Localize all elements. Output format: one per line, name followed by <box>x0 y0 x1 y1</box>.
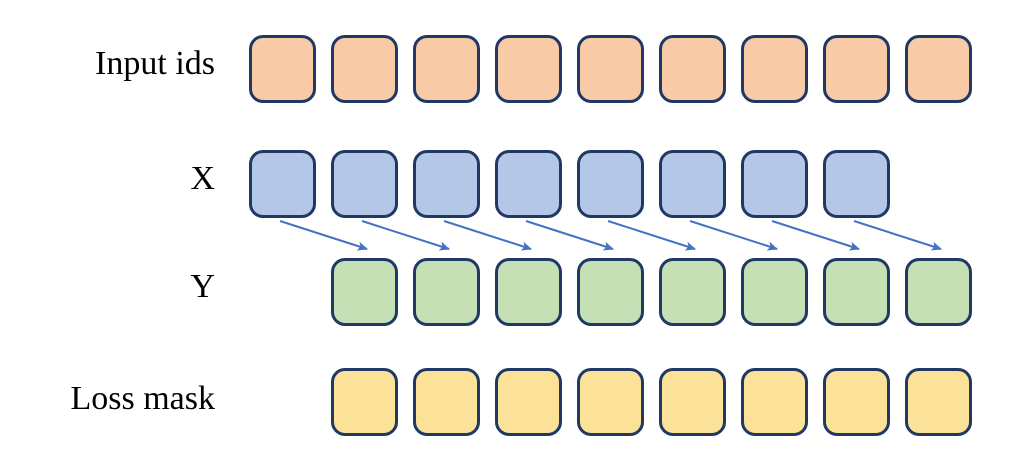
token-cell-y <box>823 258 890 326</box>
row-label-loss-mask: Loss mask <box>70 380 216 417</box>
token-cell-loss-mask <box>905 368 972 436</box>
token-cell-loss-mask <box>659 368 726 436</box>
token-cell-y <box>659 258 726 326</box>
token-cell-input-ids <box>331 35 398 103</box>
token-cell-loss-mask <box>577 368 644 436</box>
token-cell-input-ids <box>905 35 972 103</box>
token-cell-x <box>413 150 480 218</box>
token-cell-y <box>577 258 644 326</box>
shift-arrow <box>361 220 450 251</box>
row-label-x: X <box>190 160 215 197</box>
token-cell-x <box>331 150 398 218</box>
token-cell-y <box>331 258 398 326</box>
token-cell-x <box>741 150 808 218</box>
token-cell-input-ids <box>413 35 480 103</box>
token-cell-x <box>495 150 562 218</box>
token-cell-loss-mask <box>495 368 562 436</box>
row-label-input-ids: Input ids <box>95 45 215 82</box>
shift-arrow <box>689 220 778 251</box>
token-cell-x <box>823 150 890 218</box>
token-cell-input-ids <box>249 35 316 103</box>
token-cell-input-ids <box>741 35 808 103</box>
shift-arrow <box>771 220 860 251</box>
token-cell-loss-mask <box>331 368 398 436</box>
token-cell-input-ids <box>577 35 644 103</box>
shift-arrow <box>853 220 942 251</box>
row-label-y: Y <box>190 268 215 305</box>
shift-arrow <box>443 220 532 251</box>
token-cell-x <box>249 150 316 218</box>
token-cell-y <box>413 258 480 326</box>
token-cell-loss-mask <box>413 368 480 436</box>
token-cell-y <box>905 258 972 326</box>
token-cell-loss-mask <box>741 368 808 436</box>
token-cell-input-ids <box>659 35 726 103</box>
token-cell-loss-mask <box>823 368 890 436</box>
token-cell-x <box>659 150 726 218</box>
shift-arrow <box>607 220 696 251</box>
shift-arrow <box>279 220 368 251</box>
token-cell-input-ids <box>495 35 562 103</box>
shift-arrow <box>525 220 614 251</box>
token-cell-x <box>577 150 644 218</box>
token-cell-input-ids <box>823 35 890 103</box>
token-cell-y <box>495 258 562 326</box>
token-cell-y <box>741 258 808 326</box>
